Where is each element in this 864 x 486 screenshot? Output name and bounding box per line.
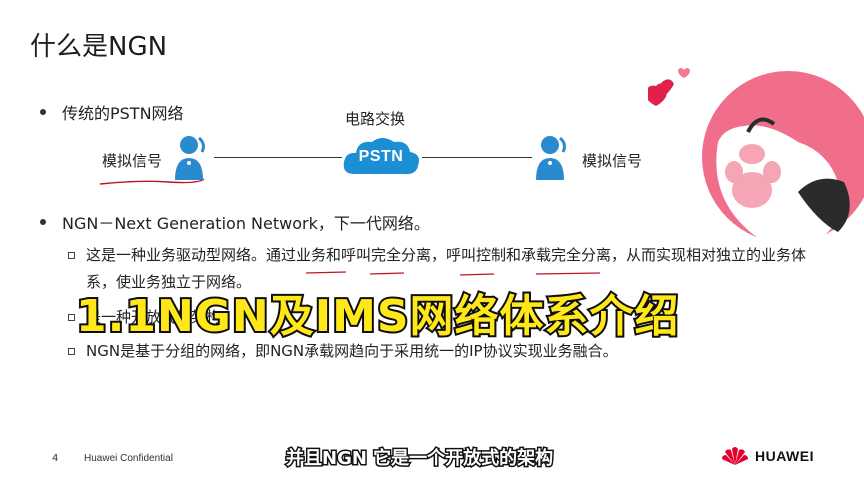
bullet-ngn: NGN－Next Generation Network，下一代网络。 <box>40 210 430 234</box>
right-connection-line <box>422 157 532 159</box>
square-bullet <box>68 252 75 259</box>
right-signal-label: 模拟信号 <box>582 152 643 170</box>
right-user-icon <box>536 136 566 180</box>
circuit-switch-label: 电路交换 <box>345 110 406 128</box>
huawei-brand-text: HUAWEI <box>755 448 814 464</box>
sub-item-open-architecture: 是一种开放式的架构 <box>68 304 368 331</box>
bullet-dot <box>40 219 46 225</box>
sub-item-service-driven: 这是一种业务驱动型网络。通过业务和呼叫完全分离，呼叫控制和承载完全分离，从而实现… <box>68 242 828 296</box>
pstn-cloud-icon <box>343 138 419 175</box>
video-caption: 并且NGN 它是一个开放式的架构 <box>284 447 554 471</box>
bullet-dot <box>40 109 46 115</box>
huawei-flower-icon <box>722 447 748 465</box>
sub-item-packet-network: NGN是基于分组的网络，即NGN承载网趋向于采用统一的IP协议实现业务融合。 <box>68 338 828 365</box>
bullet-pstn: 传统的PSTN网络 <box>40 100 184 124</box>
bullet-pstn-text: 传统的PSTN网络 <box>62 104 184 123</box>
left-connection-line <box>214 157 342 159</box>
page-number: 4 <box>52 453 59 464</box>
square-bullet <box>68 348 75 355</box>
left-user-icon <box>175 136 205 180</box>
handwritten-underline <box>99 178 205 185</box>
huawei-logo: HUAWEI <box>721 445 814 467</box>
left-signal-label: 模拟信号 <box>102 152 163 170</box>
cat-paw-sticker <box>648 68 864 249</box>
slide-title: 什么是NGN <box>30 32 168 62</box>
confidential-label: Huawei Confidential <box>84 453 173 464</box>
pstn-label: PSTN <box>358 148 404 165</box>
handwritten-dashes <box>305 271 601 276</box>
square-bullet <box>68 314 75 321</box>
video-title-overlay: 1.1NGN及IMS网络体系介绍 <box>74 289 681 344</box>
bullet-ngn-text: NGN－Next Generation Network，下一代网络。 <box>62 214 430 233</box>
